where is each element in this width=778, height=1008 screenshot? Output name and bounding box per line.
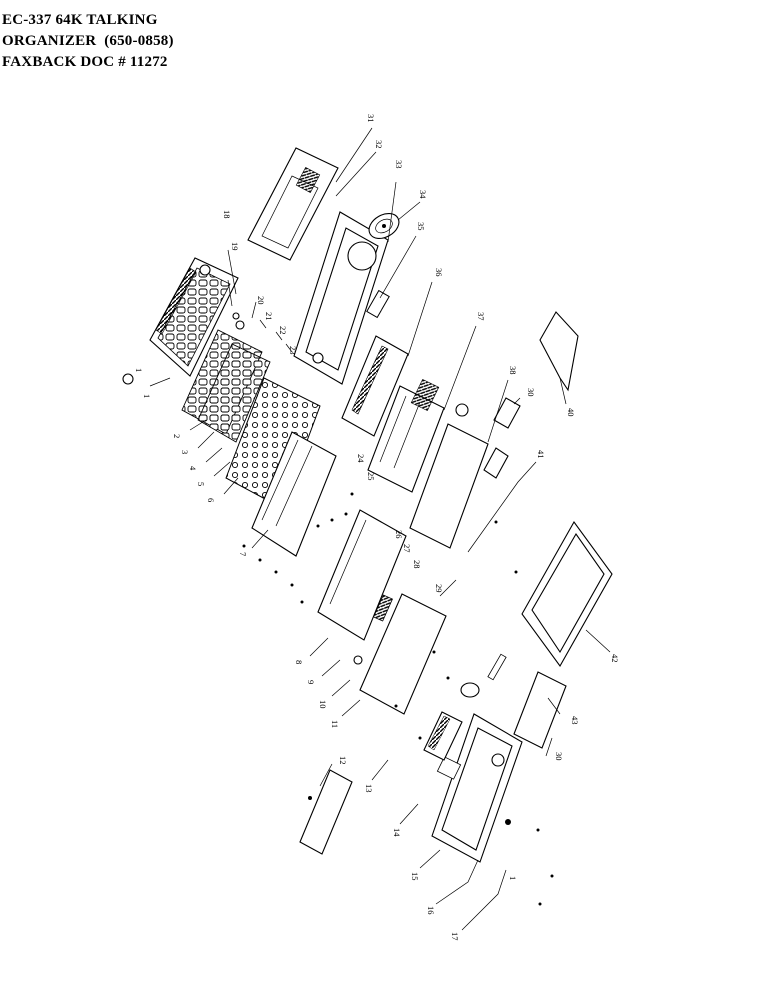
callout-22: 22 <box>278 326 288 335</box>
key-rubber-sets <box>181 312 271 443</box>
label-card <box>247 147 339 261</box>
leader-lines <box>149 127 611 931</box>
document-header: EC-337 64K TALKING ORGANIZER (650-0858) … <box>2 10 174 73</box>
small-cover <box>423 711 463 761</box>
cylinder-part <box>366 289 390 319</box>
callout-2: 2 <box>172 434 182 438</box>
callout-21: 21 <box>264 312 274 321</box>
callout-3: 3 <box>180 450 190 454</box>
callout-43: 43 <box>570 716 580 725</box>
callout-10: 10 <box>318 700 328 709</box>
flex-strip <box>539 311 579 392</box>
lower-board <box>353 593 447 715</box>
middle-chassis <box>317 509 407 641</box>
callout-28: 28 <box>412 560 422 569</box>
callout-16: 16 <box>426 906 436 915</box>
bottom-case <box>521 520 613 668</box>
dome-contact-sheet <box>225 377 321 509</box>
callout-1b: 1 <box>508 876 518 880</box>
callout-labels: 1 2 3 4 5 6 7 8 9 10 11 12 13 14 15 16 1… <box>134 114 620 941</box>
battery-door <box>487 653 567 749</box>
callout-32: 32 <box>374 140 384 149</box>
o-ring <box>460 682 480 698</box>
header-title-line: EC-337 64K TALKING <box>2 12 158 28</box>
callout-5: 5 <box>196 482 206 486</box>
callout-24: 24 <box>356 454 366 463</box>
callout-34: 34 <box>418 190 428 199</box>
screws <box>242 492 554 906</box>
main-pcb <box>251 431 337 557</box>
callout-9: 9 <box>306 680 316 684</box>
callout-14: 14 <box>392 828 402 837</box>
callout-35: 35 <box>416 222 426 231</box>
speaker <box>368 213 400 239</box>
lcd-panel <box>341 335 409 437</box>
callout-6: 6 <box>206 498 216 502</box>
callout-13: 13 <box>364 784 374 793</box>
callout-11: 11 <box>330 720 340 728</box>
callout-15: 15 <box>410 872 420 881</box>
keyboard-top-cover <box>122 257 239 385</box>
callout-17: 17 <box>450 932 460 941</box>
flex-connectors <box>483 397 521 479</box>
callout-26: 26 <box>394 530 404 539</box>
callout-23: 23 <box>288 346 298 355</box>
callout-18: 18 <box>222 210 232 219</box>
callout-38: 38 <box>508 366 518 375</box>
callout-30b: 30 <box>554 752 564 761</box>
callout-27: 27 <box>402 544 412 553</box>
callout-37: 37 <box>476 312 486 321</box>
lower-case <box>431 713 523 863</box>
callout-42: 42 <box>610 654 620 663</box>
callout-33: 33 <box>394 160 404 169</box>
callout-1c: 1 <box>134 368 144 372</box>
callout-29: 29 <box>434 584 444 593</box>
lcd-holder <box>367 378 445 493</box>
callout-31: 31 <box>366 114 376 123</box>
callout-20: 20 <box>256 296 266 305</box>
callout-25: 25 <box>366 472 376 481</box>
callout-12: 12 <box>338 756 348 765</box>
display-frame <box>293 211 389 385</box>
callout-7: 7 <box>238 552 248 556</box>
header-doc-line: FAXBACK DOC # 11272 <box>2 54 168 70</box>
callout-36: 36 <box>434 268 444 277</box>
sub-board <box>409 403 489 549</box>
callout-19: 19 <box>230 242 240 251</box>
callout-1: 1 <box>142 394 152 398</box>
callout-40: 40 <box>566 408 576 417</box>
small-board <box>299 769 353 855</box>
callout-8: 8 <box>294 660 304 664</box>
callout-41: 41 <box>536 450 546 459</box>
header-model-line: ORGANIZER (650-0858) <box>2 33 174 49</box>
callout-30: 30 <box>526 388 536 397</box>
callout-4: 4 <box>188 466 198 471</box>
